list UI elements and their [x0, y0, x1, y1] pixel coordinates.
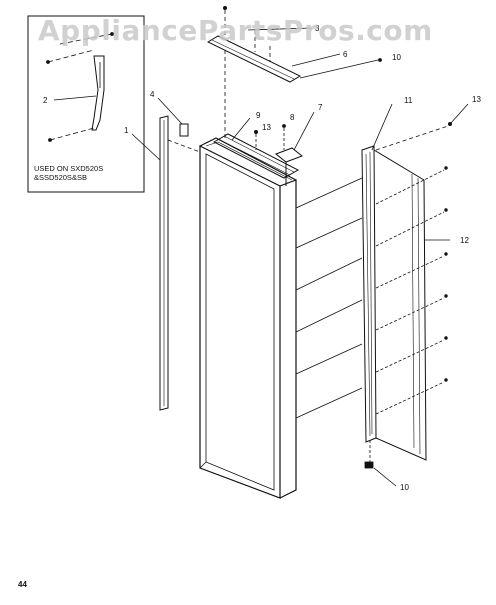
page-number: 44 [18, 580, 27, 589]
callout-13-top: 13 [472, 95, 481, 104]
callout-8: 8 [290, 113, 295, 122]
callout-11: 11 [404, 96, 413, 105]
inset-caption-line-2: &SSD520S&SB [34, 173, 87, 182]
callout-12: 12 [460, 236, 469, 245]
callout-2: 2 [43, 96, 48, 105]
part-4-bracket: 4 [150, 90, 201, 153]
hinge-plate: 7 8 [275, 103, 323, 186]
callout-10-bottom: 10 [400, 483, 409, 492]
callout-1: 1 [124, 126, 129, 135]
inset-caption-line-1: USED ON SXD520S [34, 164, 104, 173]
inset-box: 2 [27, 15, 145, 193]
part-1-strip: 1 [124, 115, 169, 411]
callout-13-mid: 13 [262, 123, 271, 132]
part-11-strip: 11 [361, 96, 413, 443]
inset-caption: USED ON SXD520S &SSD520S&SB [34, 164, 103, 182]
top-trim-piece: 3 6 10 [206, 6, 401, 138]
callout-10-top: 10 [392, 53, 401, 62]
callout-4: 4 [150, 90, 155, 99]
callout-6: 6 [343, 50, 348, 59]
callout-7: 7 [318, 103, 323, 112]
bottom-fastener: 10 [364, 440, 409, 492]
part-12-panel: 12 [373, 149, 469, 461]
door-panel [199, 133, 300, 499]
callout-3: 3 [315, 24, 320, 33]
fastener-lines [295, 166, 448, 419]
callout-9: 9 [256, 111, 261, 120]
